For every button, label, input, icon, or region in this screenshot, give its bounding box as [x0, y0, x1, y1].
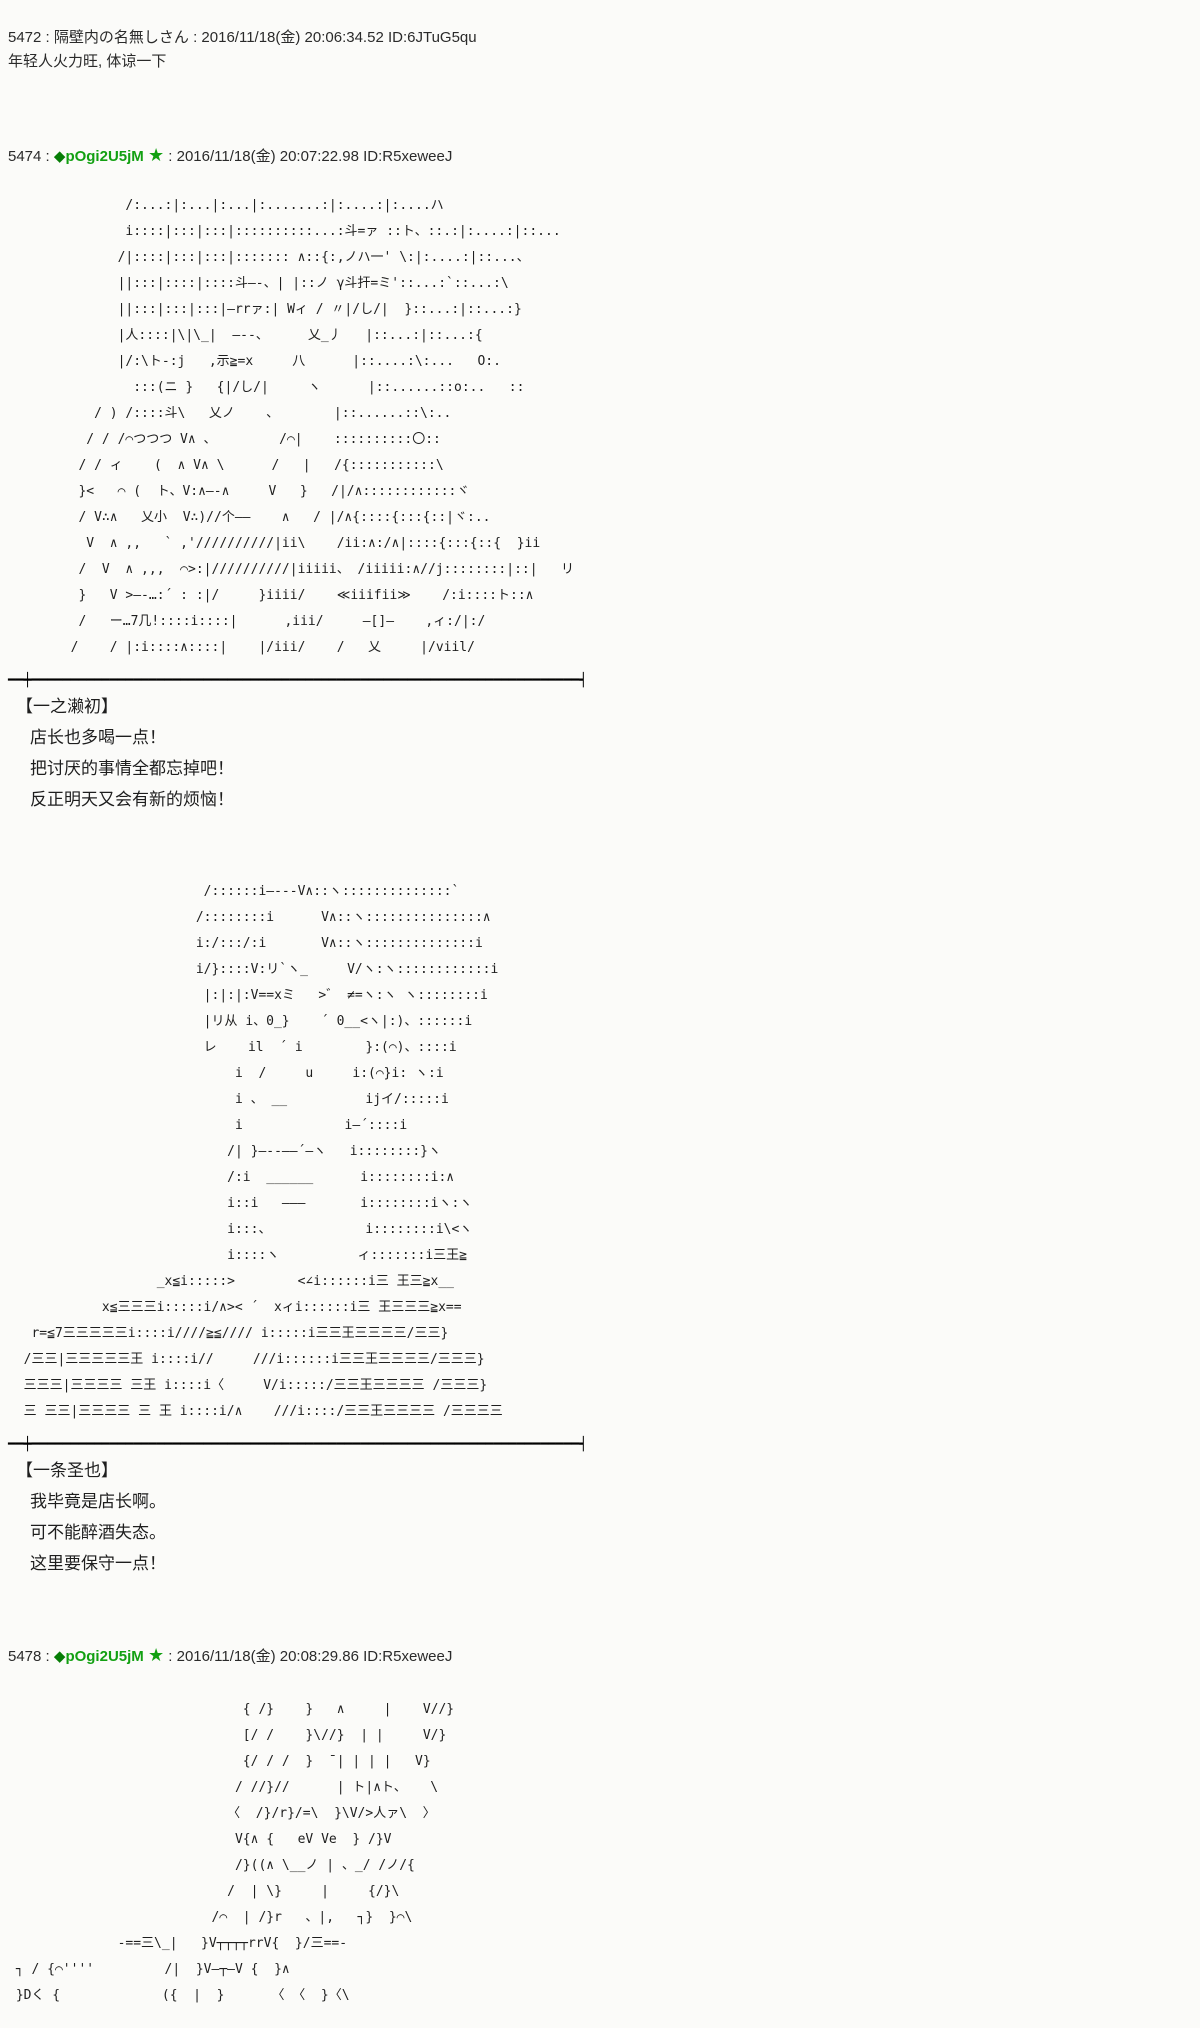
- post-body: 年轻人火力旺, 体谅一下: [8, 53, 167, 70]
- header-separator: :: [164, 1648, 177, 1665]
- post: 5478 : ◆pOgi2U5jM ★ : 2016/11/18(金) 20:0…: [0, 1645, 1200, 2009]
- dialogue-lines: 我毕竟是店长啊。 可不能醉酒失态。 这里要保守一点！: [30, 1492, 166, 1573]
- post-date: 2016/11/18(金) 20:08:29.86: [176, 1648, 359, 1665]
- dialogue-block: 【一之濑初】 店长也多喝一点！ 把讨厌的事情全都忘掉吧！ 反正明天又会有新的烦恼…: [0, 691, 1200, 815]
- dialogue-speaker: 【一条圣也】: [16, 1461, 118, 1480]
- star-icon: ★: [147, 1645, 165, 1665]
- ascii-art-divider: ━━┿━━━━━━━━━━━━━━━━━━━━━━━━━━━━━━━━━━━━━…: [8, 1437, 588, 1452]
- tripcode-diamond-icon: ◆: [53, 148, 66, 165]
- tripcode-diamond-icon: ◆: [53, 1648, 66, 1665]
- header-separator: :: [188, 29, 202, 46]
- ascii-art-divider: ━━┿━━━━━━━━━━━━━━━━━━━━━━━━━━━━━━━━━━━━━…: [8, 673, 588, 688]
- post-header: 5474 : ◆pOgi2U5jM ★ : 2016/11/18(金) 20:0…: [0, 145, 1200, 167]
- post-id: ID:R5xeweeJ: [363, 1648, 453, 1665]
- ascii-art-drinking-scene: /:...:|:...|:...|:.......:|:....:|:....ハ…: [70, 198, 575, 655]
- star-icon: ★: [147, 145, 165, 165]
- ascii-art-portrait: /::::::i―---V∧::ヽ::::::::::::::` /::::::…: [23, 884, 503, 1419]
- post: 5474 : ◆pOgi2U5jM ★ : 2016/11/18(金) 20:0…: [0, 145, 1200, 1579]
- post-id: ID:R5xeweeJ: [363, 148, 453, 165]
- tripcode-name: pOgi2U5jM: [65, 148, 144, 165]
- post-number: 5474: [8, 148, 42, 165]
- tripcode-name: pOgi2U5jM: [65, 1648, 144, 1665]
- post-header: 5478 : ◆pOgi2U5jM ★ : 2016/11/18(金) 20:0…: [0, 1645, 1200, 1667]
- header-separator: :: [41, 29, 54, 46]
- post-number: 5472: [8, 29, 42, 46]
- post-author-name: 隔壁内の名無しさん: [53, 29, 189, 46]
- post-date: 2016/11/18(金) 20:06:34.52: [201, 29, 384, 46]
- header-separator: :: [41, 1648, 54, 1665]
- post: 5472 : 隔壁内の名無しさん : 2016/11/18(金) 20:06:3…: [0, 28, 1200, 73]
- post-number: 5478: [8, 1648, 42, 1665]
- header-separator: :: [164, 148, 177, 165]
- dialogue-block: 【一条圣也】 我毕竟是店长啊。 可不能醉酒失态。 这里要保守一点！: [0, 1455, 1200, 1579]
- ascii-art-character-cropped: { /} } ∧ | V//} [/ / }\//} | | V/} {/ / …: [15, 1702, 455, 2003]
- thread-page: 5472 : 隔壁内の名無しさん : 2016/11/18(金) 20:06:3…: [0, 28, 1200, 2009]
- post-id: ID:6JTuG5qu: [387, 29, 477, 46]
- header-separator: :: [41, 148, 54, 165]
- post-date: 2016/11/18(金) 20:07:22.98: [176, 148, 359, 165]
- post-header: 5472 : 隔壁内の名無しさん : 2016/11/18(金) 20:06:3…: [0, 28, 1200, 48]
- post-author-name: ◆pOgi2U5jM ★: [53, 1645, 165, 1665]
- dialogue-lines: 店长也多喝一点！ 把讨厌的事情全都忘掉吧！ 反正明天又会有新的烦恼！: [30, 728, 234, 809]
- post-author-name: ◆pOgi2U5jM ★: [53, 145, 165, 165]
- dialogue-speaker: 【一之濑初】: [16, 697, 118, 716]
